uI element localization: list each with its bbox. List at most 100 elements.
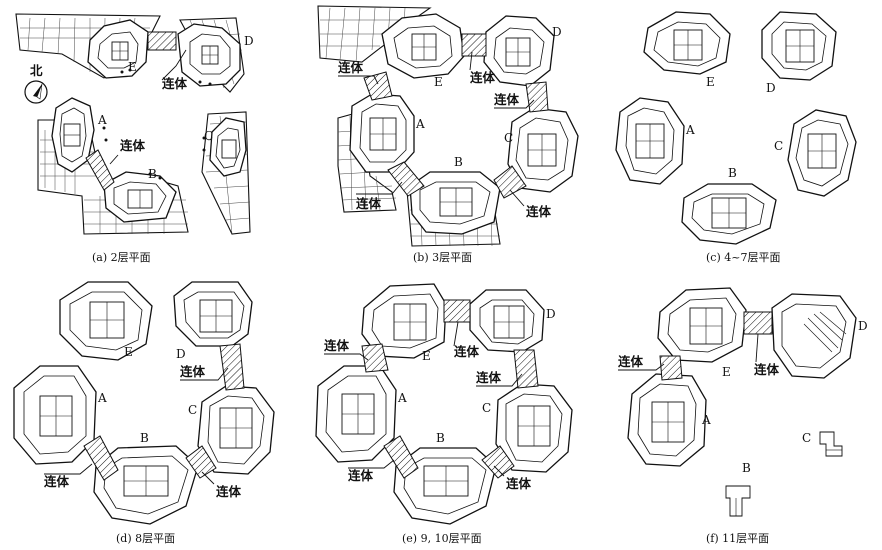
bridge-label: 连体 (338, 60, 364, 75)
tower-e-a (87, 19, 149, 79)
tower-label-c: C (504, 131, 513, 145)
bridge-e-ab (383, 435, 419, 479)
bridge-d-dc (219, 343, 245, 391)
tower-e-b (381, 13, 465, 79)
caption-f: (f) 11层平面 (706, 532, 769, 545)
bridge-b-bc (493, 165, 527, 199)
bridge-f-ae (659, 355, 683, 381)
tower-a-a (51, 97, 95, 173)
bridge-e-bc (481, 445, 515, 479)
north-compass-icon (24, 80, 48, 104)
tower-label-d: D (176, 347, 186, 361)
bridge-label: 连体 (356, 196, 382, 211)
tower-label-b: B (436, 431, 445, 445)
panel-a: 北 E D A B C 连体 连体 (a) 2层平面 (15, 13, 254, 264)
tower-a-e (315, 365, 397, 463)
tower-b-d (93, 445, 199, 525)
north-label: 北 (30, 63, 43, 78)
tower-label-b: B (742, 461, 751, 475)
tower-label-d: D (552, 25, 562, 39)
tower-b-e (393, 447, 497, 525)
tower-e-f (657, 287, 747, 363)
tower-e-c (643, 11, 731, 75)
tower-label-c: C (482, 401, 491, 415)
tower-b-b (409, 171, 501, 235)
bridge-label: 连体 (526, 204, 552, 219)
tower-label-e: E (706, 75, 715, 89)
bridge-label: 连体 (754, 362, 780, 377)
bridge-label: 连体 (120, 138, 146, 153)
tower-label-a: A (97, 391, 107, 405)
tower-label-b: B (454, 155, 463, 169)
caption-d: (d) 8层平面 (116, 532, 175, 545)
tower-d-a (177, 23, 241, 87)
bridge-label: 连体 (324, 338, 350, 353)
tower-c-b (507, 107, 579, 193)
bridge-b-dc (525, 81, 549, 113)
bridge-f-ed (743, 311, 773, 335)
bridge-b-ab (387, 161, 425, 197)
bridge-a-ed (147, 31, 177, 51)
panel-c: E D A B C (c) 4~7层平面 (615, 11, 857, 264)
tower-label-e: E (422, 349, 431, 363)
bridge-label: 连体 (216, 484, 242, 499)
tower-label-e: E (434, 75, 443, 89)
caption-b: (b) 3层平面 (413, 251, 472, 264)
panel-b: E D A B C 连体 连体 连体 连体 连体 (b) 3层平面 (317, 5, 579, 264)
tower-label-e: E (722, 365, 731, 379)
tower-label-a: A (415, 117, 425, 131)
tower-b-c (681, 183, 777, 245)
bridge-label: 连体 (506, 476, 532, 491)
bridge-a-ab (85, 149, 115, 191)
bridge-label: 连体 (162, 76, 188, 91)
tower-label-a: A (701, 413, 711, 427)
tower-c-c (787, 109, 857, 197)
tower-a-c (615, 97, 685, 185)
tower-label-d: D (858, 319, 868, 333)
panel-f: E D A B C 连体 连体 (f) 11层平面 (618, 287, 868, 545)
tower-label-b: B (140, 431, 149, 445)
tower-label-d: D (546, 307, 556, 321)
tower-label-c: C (802, 431, 811, 445)
bridge-label: 连体 (454, 344, 480, 359)
tower-d-c (761, 11, 837, 81)
tower-label-e: E (124, 345, 133, 359)
caption-e: (e) 9, 10层平面 (402, 532, 482, 545)
tower-label-b: B (728, 166, 737, 180)
tower-c-e (495, 383, 573, 473)
bridge-label: 连体 (348, 468, 374, 483)
tower-a-b (349, 93, 415, 173)
tower-d-f (771, 293, 857, 379)
tower-label-a: A (685, 123, 695, 137)
bridge-label: 连体 (494, 92, 520, 107)
bridge-e-ea (361, 343, 389, 373)
panel-e: E D A B C 连体 连体 连体 连体 连体 (e) 9, 10层平面 (315, 283, 573, 545)
tower-e-d (59, 281, 153, 361)
tower-a-f (627, 373, 707, 467)
tower-label-c: C (774, 139, 783, 153)
panel-d: E D A B C 连体 连体 连体 (d) 8层平面 (13, 281, 275, 545)
bridge-label: 连体 (44, 474, 70, 489)
tower-e-e (361, 283, 447, 359)
tower-a-d (13, 365, 97, 465)
tower-label-c: C (204, 129, 213, 143)
tower-label-d: D (766, 81, 776, 95)
bridge-e-dc (513, 349, 539, 389)
tower-label-a: A (397, 391, 407, 405)
bridge-e-ed (443, 299, 471, 323)
bridge-label: 连体 (180, 364, 206, 379)
bridge-d-bc (185, 445, 217, 479)
tower-b-a (103, 171, 177, 223)
bridge-label: 连体 (476, 370, 502, 385)
tower-c-a (209, 117, 247, 177)
bridge-d-ab (83, 435, 119, 481)
tower-label-d: D (244, 34, 254, 48)
tower-label-e: E (128, 60, 137, 74)
caption-a: (a) 2层平面 (92, 251, 151, 264)
bridge-label: 连体 (618, 354, 644, 369)
tower-label-a: A (97, 113, 107, 127)
bridge-label: 连体 (470, 70, 496, 85)
tower-d-b (483, 15, 555, 87)
bridge-b-ed (461, 33, 487, 57)
